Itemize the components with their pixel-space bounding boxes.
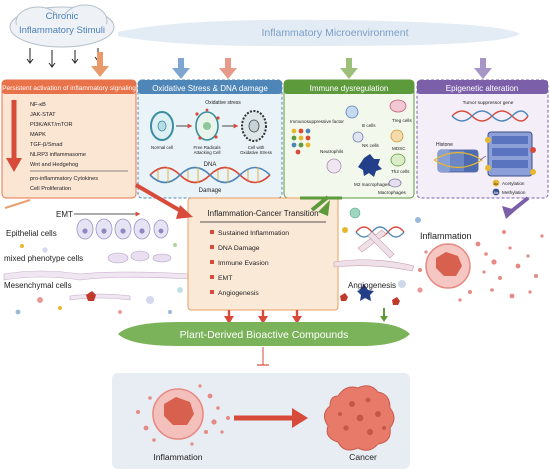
signaling-item: JAK-STAT bbox=[30, 112, 56, 118]
th2-cell bbox=[390, 153, 406, 167]
compounds-label: Plant-Derived Bioactive Compounds bbox=[180, 329, 349, 341]
treg-cell bbox=[389, 99, 407, 113]
ac-badge: Ac bbox=[494, 182, 498, 186]
panel-oxidative: Oxidative Stress & DNA damage Oxidative … bbox=[137, 79, 283, 199]
transition-item: Sustained Inflammation bbox=[218, 230, 289, 237]
damage-label: Damage bbox=[199, 188, 222, 194]
inflamed-cell bbox=[425, 243, 471, 289]
emt-cells: EMT Epithelial cells mixed phenotype cel… bbox=[3, 199, 191, 315]
macrophages-label: Macrophages bbox=[378, 190, 407, 195]
angiogenesis-label: Angiogenesis bbox=[348, 281, 396, 290]
nk-cell bbox=[352, 131, 364, 143]
inflammation-label-mid: Inflammation bbox=[420, 231, 472, 241]
m2-macrophage bbox=[358, 154, 382, 177]
emt-label: EMT bbox=[56, 210, 73, 219]
middle-right-scene: Angiogenesis Inflammation bbox=[333, 207, 544, 305]
bottom-inflamed-cell bbox=[136, 384, 230, 446]
transition-item: DNA Damage bbox=[218, 245, 260, 252]
transition-item: EMT bbox=[218, 275, 232, 282]
mixed-label: mixed phenotype cells bbox=[4, 254, 83, 263]
epithelial-label: Epithelial cells bbox=[6, 229, 57, 238]
compounds-banner: Plant-Derived Bioactive Compounds bbox=[118, 322, 410, 346]
free-radicals-label: Free Radicals bbox=[193, 145, 221, 150]
transition-title: Inflammation-Cancer Transition bbox=[207, 209, 318, 218]
microenvironment-banner: Inflammatory Microenvironment bbox=[118, 19, 520, 47]
cancer-cell bbox=[324, 385, 395, 451]
macrophage-cell bbox=[388, 178, 402, 188]
signaling-footer: pro-inflammatory Cytokines bbox=[30, 176, 98, 182]
oxidative-stress-label: Oxidative stress bbox=[205, 100, 241, 106]
histone-label: Histone bbox=[436, 142, 453, 148]
me-badge: Me bbox=[494, 191, 499, 195]
mdsc-cell bbox=[390, 129, 404, 143]
immunosuppressive-label: Immunosuppressive factor bbox=[290, 119, 344, 124]
signaling-item: MAPK bbox=[30, 132, 46, 138]
normal-cell-label: Normal cell bbox=[151, 145, 173, 150]
dna-label: DNA bbox=[204, 162, 217, 168]
mesenchymal-label: Mesenchymal cells bbox=[4, 281, 72, 290]
signaling-item: NF-κB bbox=[30, 102, 46, 108]
nk-label: NK cells bbox=[362, 143, 380, 148]
particles-right bbox=[418, 230, 544, 302]
cloud-label-line2: Inflammatory Stimuli bbox=[19, 25, 105, 36]
signaling-title: Persistent activation of inflammatory si… bbox=[2, 85, 136, 92]
panel-epigenetic: Epigenetic alteration Tumor suppressor g… bbox=[416, 79, 549, 199]
cloud-label-line1: Chronic bbox=[46, 11, 79, 22]
signaling-item: NLRP3 inflammasome bbox=[30, 152, 86, 158]
factor-dots bbox=[291, 128, 311, 155]
tsg-dna bbox=[451, 110, 529, 122]
immune-title: Immune dysregulation bbox=[310, 84, 389, 93]
acetylation-label: Acetylation bbox=[502, 181, 525, 186]
transition-item: Angiogenesis bbox=[218, 290, 259, 297]
m2-label: M2 macrophages bbox=[354, 182, 390, 187]
signaling-footer: Cell Proliferation bbox=[30, 186, 71, 192]
signaling-item: TGF-β/Smad bbox=[30, 142, 62, 148]
methylation-marker bbox=[492, 188, 500, 196]
panel-immune: Immune dysregulation Immunosuppressive f… bbox=[283, 79, 415, 199]
epigenetic-title: Epigenetic alteration bbox=[446, 84, 519, 93]
neutrophils-label: Neutrophils bbox=[320, 149, 344, 154]
bottom-inflammation-label: Inflammation bbox=[153, 452, 202, 462]
signaling-item: Wnt and Hedgehog bbox=[30, 162, 78, 168]
to-compounds-arrows bbox=[224, 308, 388, 324]
methylation-label: Methylation bbox=[502, 190, 526, 195]
th2-label: Th2 cells bbox=[391, 169, 410, 174]
chronic-stimuli-cloud: Chronic Inflammatory Stimuli bbox=[9, 4, 115, 48]
dna-helix bbox=[149, 166, 271, 184]
microenvironment-label: Inflammatory Microenvironment bbox=[261, 27, 408, 39]
neutrophil-cell bbox=[326, 158, 342, 174]
convergence-arrows bbox=[134, 183, 530, 219]
scattered-particles-left bbox=[15, 243, 183, 315]
transition-box: Inflammation-Cancer Transition Sustained… bbox=[187, 197, 339, 311]
rain-arrows bbox=[26, 48, 102, 68]
treg-label: Treg cells bbox=[392, 118, 412, 123]
b-cells-label: B cells bbox=[362, 123, 376, 128]
inhibition-marker bbox=[257, 347, 269, 366]
mdsc-label: MDSC bbox=[392, 146, 406, 151]
b-cell bbox=[345, 105, 359, 119]
oxidative-title: Oxidative Stress & DNA damage bbox=[152, 84, 268, 93]
macrophage-chain bbox=[333, 229, 415, 272]
signaling-item: PI3K/AKT/mTOR bbox=[30, 122, 72, 128]
tsg-label: Tumor suppressor gene bbox=[463, 100, 514, 106]
free-radicals-label: Attacking Cell bbox=[194, 150, 221, 155]
panel-signaling: Persistent activation of inflammatory si… bbox=[1, 79, 137, 199]
acetylation-marker bbox=[492, 179, 500, 187]
bottom-panel: Inflammation Cancer bbox=[112, 373, 410, 469]
header-down-arrows bbox=[91, 52, 492, 79]
transition-item: Immune Evasion bbox=[218, 260, 269, 267]
oxidized-cell-label: Cell with bbox=[248, 145, 265, 150]
oxidized-cell-label: Oxidative Stress bbox=[240, 150, 273, 155]
bottom-cancer-label: Cancer bbox=[349, 452, 377, 462]
histone-block bbox=[433, 149, 484, 173]
nucleosome-stack bbox=[485, 131, 536, 177]
